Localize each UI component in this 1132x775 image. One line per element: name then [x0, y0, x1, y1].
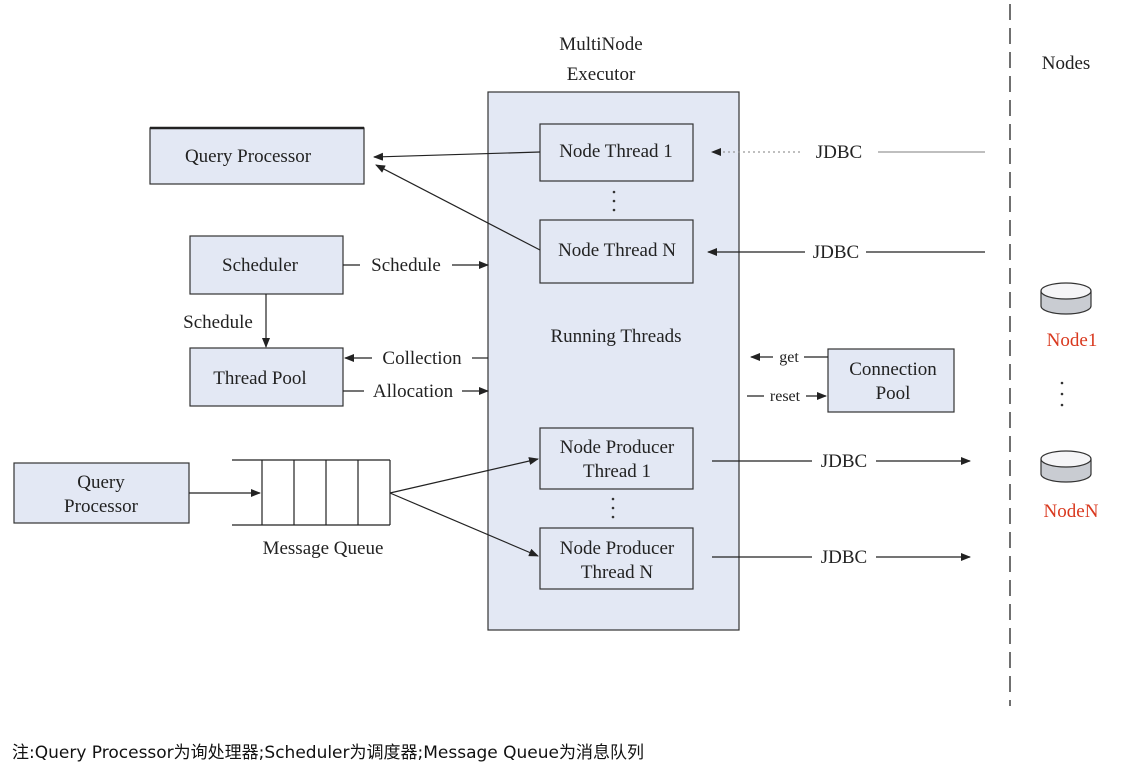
edge-queue-to-producern: [389, 492, 539, 557]
schedule-down-label: Schedule: [183, 312, 253, 333]
schedule-right-label: Schedule: [371, 255, 441, 276]
scheduler-label: Scheduler: [222, 255, 299, 276]
message-queue: Message Queue: [232, 459, 391, 559]
database-icon-noden: [1040, 450, 1092, 483]
reset-label: reset: [770, 388, 801, 405]
allocation-label: Allocation: [373, 381, 454, 402]
thread-pool-box: Thread Pool: [189, 347, 344, 407]
collection-label: Collection: [382, 348, 462, 369]
ellipsis-threads: [612, 190, 616, 212]
footnote: 注:Query Processor为询处理器;Scheduler为调度器;Mes…: [12, 743, 644, 763]
producer-thread-1-box: Node Producer Thread 1: [539, 427, 694, 490]
producer-thread-n-line2: Thread N: [581, 562, 654, 583]
executor-title-line1: MultiNode: [559, 34, 642, 55]
query-processor-bottom-line2: Processor: [64, 496, 139, 517]
nodes-header: Nodes: [1042, 53, 1091, 74]
database-icon-node1: [1040, 282, 1092, 315]
producer-thread-1-line2: Thread 1: [583, 461, 651, 482]
node-thread-n-label: Node Thread N: [558, 240, 676, 261]
connection-pool-line1: Connection: [849, 359, 937, 380]
query-processor-bottom-line1: Query: [77, 472, 125, 493]
thread-pool-label: Thread Pool: [213, 368, 306, 389]
query-processor-top-label: Query Processor: [185, 146, 312, 167]
node-thread-n-box: Node Thread N: [539, 219, 694, 284]
jdbc-2-label: JDBC: [813, 242, 859, 263]
message-queue-label: Message Queue: [263, 538, 384, 559]
jdbc-4-label: JDBC: [821, 547, 867, 568]
producer-thread-n-line1: Node Producer: [560, 538, 675, 559]
node-thread-1-box: Node Thread 1: [539, 123, 694, 182]
jdbc-1-label: JDBC: [816, 142, 862, 163]
connection-pool-line2: Pool: [876, 383, 911, 404]
query-processor-top-box: Query Processor: [149, 126, 365, 185]
producer-thread-n-box: Node Producer Thread N: [539, 527, 694, 590]
noden-label: NodeN: [1044, 501, 1099, 522]
scheduler-box: Scheduler: [189, 235, 344, 295]
ellipsis-nodes: [1060, 381, 1064, 407]
edge-queue-to-producer1: [389, 457, 539, 494]
producer-thread-1-line1: Node Producer: [560, 437, 675, 458]
edges: [189, 148, 985, 561]
node1-label: Node1: [1047, 330, 1098, 351]
connection-pool-box: Connection Pool: [827, 348, 955, 413]
edge-threadn-to-qp: [375, 164, 541, 251]
get-label: get: [779, 349, 799, 366]
executor-title-line2: Executor: [567, 64, 636, 85]
edge-thread1-to-qp: [373, 151, 541, 161]
ellipsis-producers: [611, 497, 615, 519]
query-processor-bottom-box: Query Processor: [13, 462, 190, 524]
node-thread-1-label: Node Thread 1: [559, 141, 673, 162]
running-threads-label: Running Threads: [550, 326, 681, 347]
jdbc-3-label: JDBC: [821, 451, 867, 472]
